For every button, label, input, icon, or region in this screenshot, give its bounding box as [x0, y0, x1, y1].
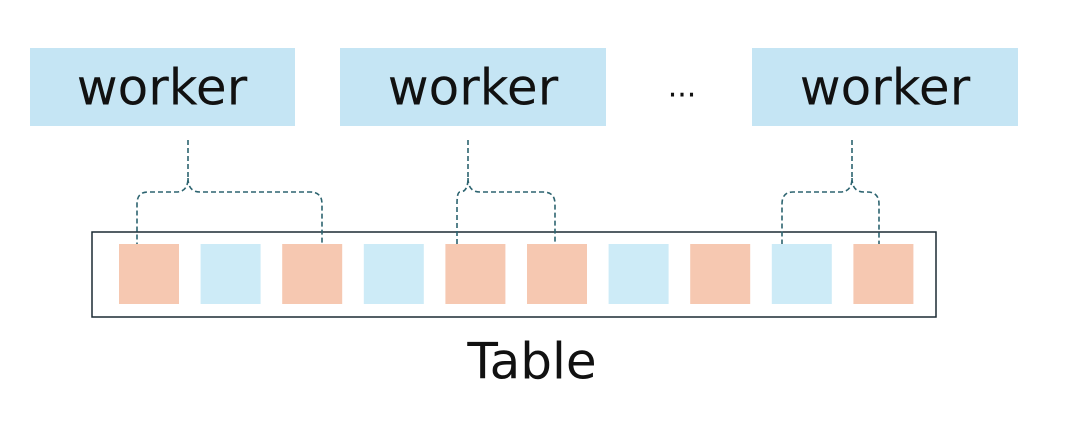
- worker-box-2: worker: [340, 48, 606, 126]
- table-label: Table: [466, 333, 596, 391]
- worker-label-3: worker: [800, 59, 971, 117]
- connector-brace-1: [136, 140, 323, 244]
- table-cells: [119, 244, 914, 304]
- ellipsis: ...: [668, 70, 697, 105]
- table-cell-3-orange: [282, 244, 343, 304]
- table-cell-4-blue: [363, 244, 424, 304]
- worker-box-3: worker: [752, 48, 1018, 126]
- connector-brace-3: [781, 140, 880, 244]
- worker-label-1: worker: [77, 59, 248, 117]
- table-cell-9-blue: [771, 244, 832, 304]
- table-cell-8-orange: [690, 244, 751, 304]
- table-cell-10-orange: [853, 244, 914, 304]
- worker-box-1: worker: [30, 48, 295, 126]
- table-cell-5-orange: [445, 244, 506, 304]
- worker-label-2: worker: [388, 59, 559, 117]
- table-cell-2-blue: [200, 244, 261, 304]
- connector-brace-2: [456, 140, 556, 244]
- table-cell-7-blue: [608, 244, 669, 304]
- table-cell-6-orange: [527, 244, 587, 304]
- table-cell-1-orange: [119, 244, 179, 304]
